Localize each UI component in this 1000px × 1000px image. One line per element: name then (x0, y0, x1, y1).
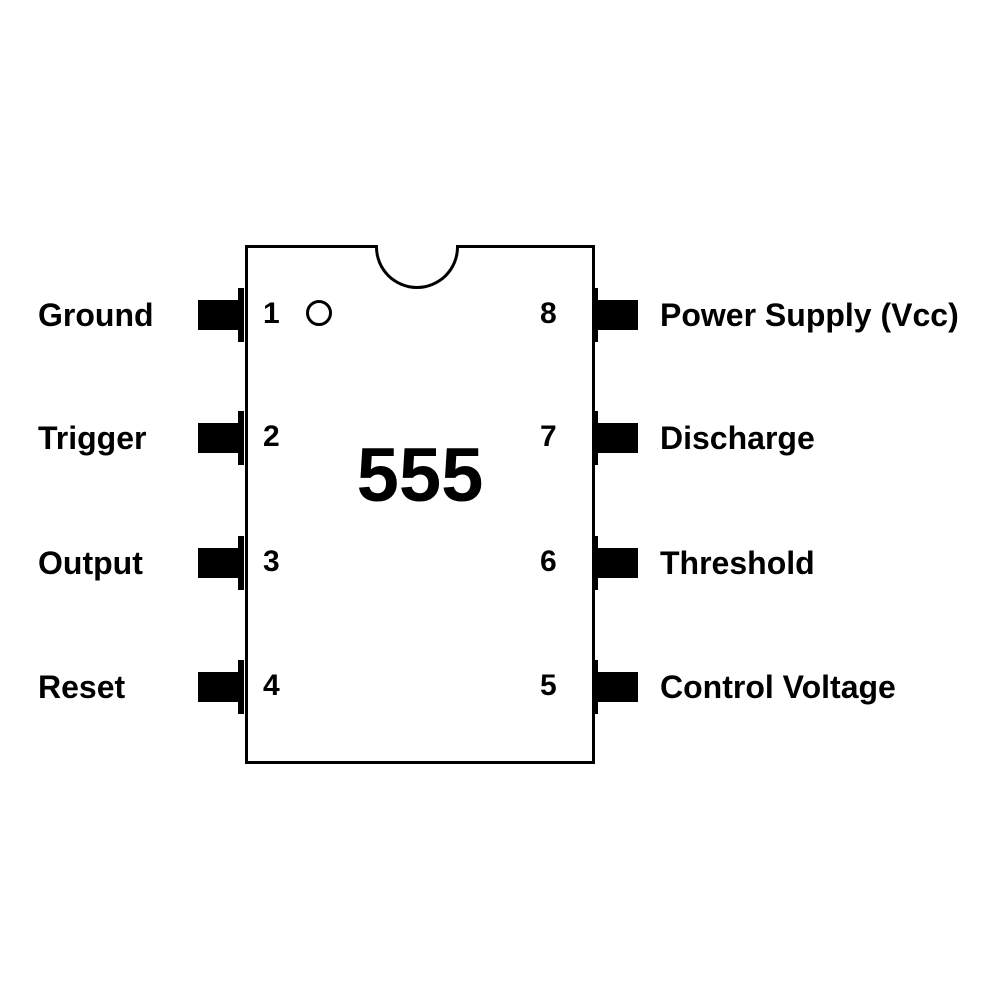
pin-number-2: 2 (263, 420, 280, 453)
pin-name-threshold: Threshold (660, 545, 815, 581)
chip-label: 555 (356, 433, 484, 518)
pin-lead-7 (592, 411, 638, 465)
pin-name-discharge: Discharge (660, 420, 815, 456)
pin-lead-5 (592, 660, 638, 714)
pin-name-ground: Ground (38, 297, 154, 333)
pin-lead-4 (198, 660, 244, 714)
chip-body (245, 245, 595, 764)
pin-lead-6 (592, 536, 638, 590)
pin-number-1: 1 (263, 297, 280, 330)
pin-lead-1 (198, 288, 244, 342)
pin-name-power-supply: Power Supply (Vcc) (660, 297, 959, 333)
pin-lead-2 (198, 411, 244, 465)
pin-number-8: 8 (540, 297, 557, 330)
pin-number-7: 7 (540, 420, 557, 453)
pin-name-output: Output (38, 545, 143, 581)
pin-lead-3 (198, 536, 244, 590)
pin-number-4: 4 (263, 669, 280, 702)
pin-number-6: 6 (540, 545, 557, 578)
pin-number-3: 3 (263, 545, 280, 578)
pin-lead-8 (592, 288, 638, 342)
pin-number-5: 5 (540, 669, 557, 702)
pin1-marker-icon (306, 300, 332, 326)
pin-name-reset: Reset (38, 669, 126, 705)
pin-name-control-voltage: Control Voltage (660, 669, 896, 705)
pin-name-trigger: Trigger (38, 420, 147, 456)
